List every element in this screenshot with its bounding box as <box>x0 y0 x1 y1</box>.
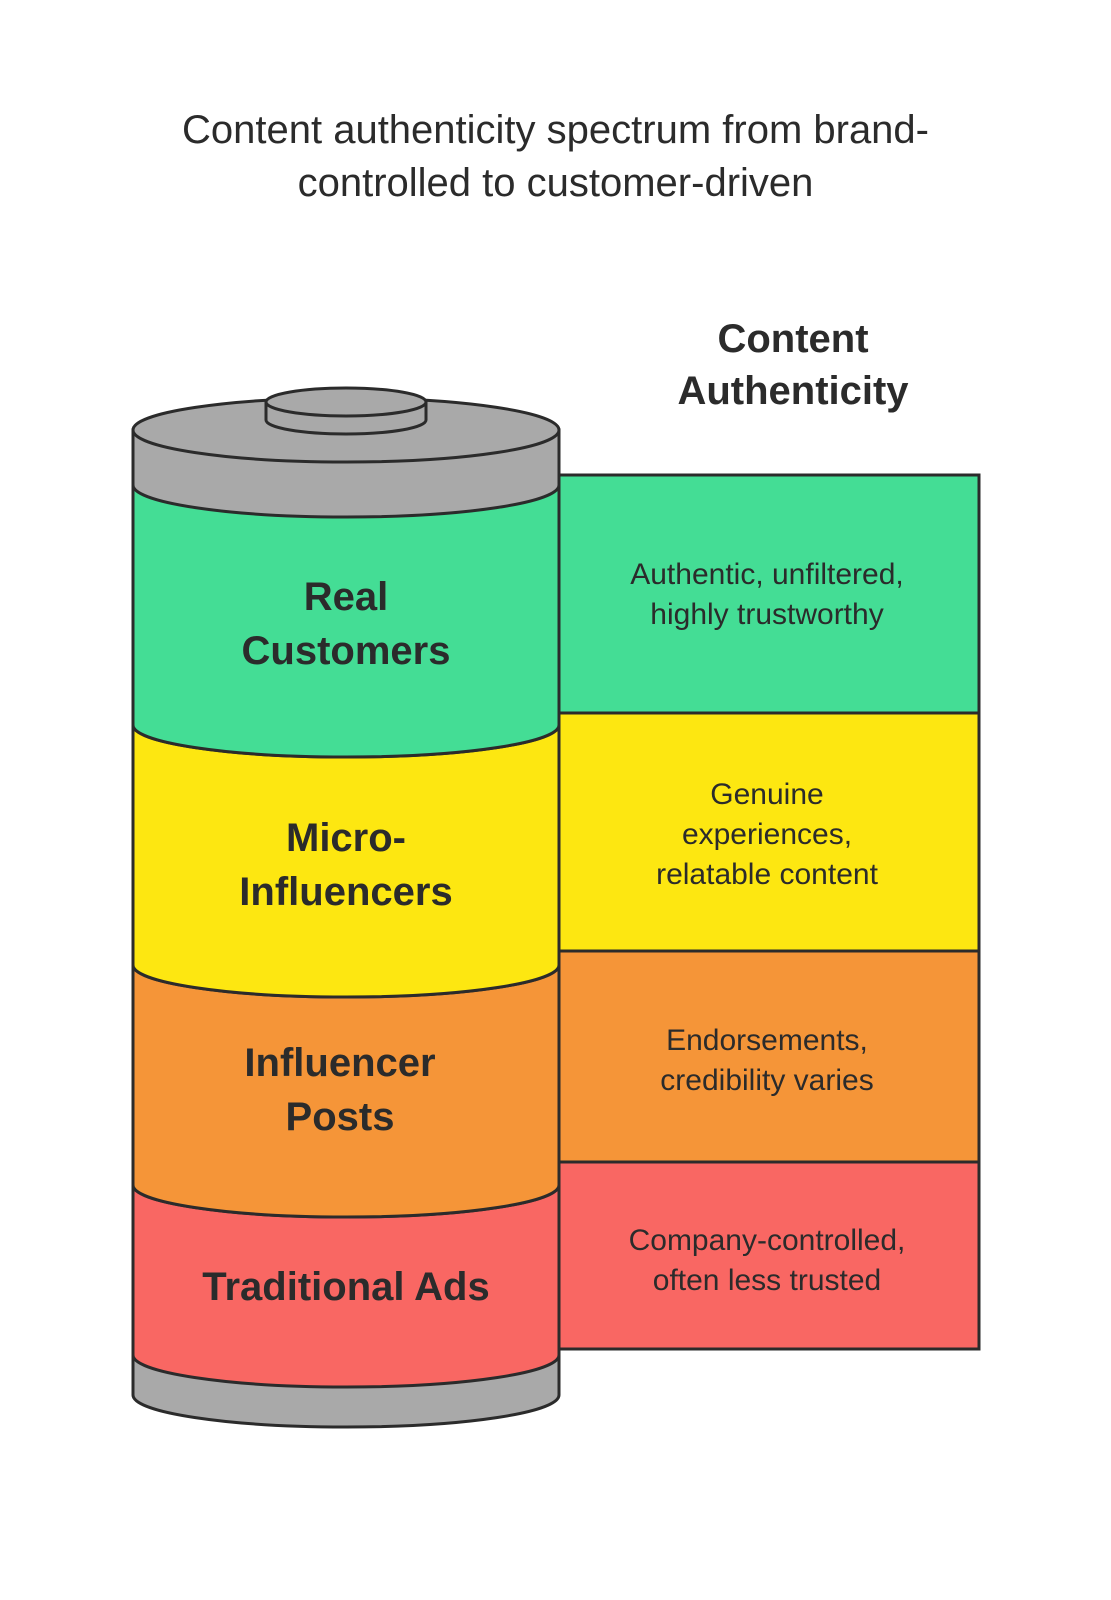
battery-layer-labels: Real Customers Micro- Influencers Influe… <box>202 575 489 1309</box>
description-panel-traditional-ads <box>553 1160 981 1351</box>
battery-layer-micro-influencers <box>131 724 561 999</box>
title-line-1: Content authenticity spectrum from brand… <box>181 108 929 152</box>
description-micro-influencers-line-3: relatable content <box>656 858 878 891</box>
layer-label-influencer-posts-line-1: Influencer <box>244 1041 435 1085</box>
description-micro-influencers-line-2: experiences, <box>682 818 852 851</box>
diagram-title: Content authenticity spectrum from brand… <box>0 104 1111 210</box>
title-line-2: controlled to customer-driven <box>297 161 814 205</box>
description-traditional-ads-line-1: Company-controlled, <box>629 1224 906 1257</box>
description-influencer-posts-line-1: Endorsements, <box>666 1024 868 1057</box>
description-panel-real-customers <box>553 473 981 715</box>
layer-label-real-customers-line-1: Real <box>304 575 389 619</box>
description-real-customers-line-2: highly trustworthy <box>650 598 883 631</box>
layer-label-micro-influencers-line-1: Micro- <box>286 816 406 860</box>
description-real-customers-line-1: Authentic, unfiltered, <box>630 558 904 591</box>
layer-label-influencer-posts-line-2: Posts <box>286 1095 395 1139</box>
layer-label-micro-influencers-line-2: Influencers <box>239 870 452 914</box>
description-influencer-posts-line-2: credibility varies <box>660 1064 873 1097</box>
scale-heading-line-1: Content <box>717 317 868 361</box>
battery-layer-real-customers <box>131 483 561 759</box>
description-traditional-ads-line-2: often less trusted <box>653 1264 881 1297</box>
battery-stack <box>131 386 561 1429</box>
layer-label-traditional-ads: Traditional Ads <box>202 1265 489 1309</box>
description-micro-influencers-line-1: Genuine <box>710 778 823 811</box>
description-column <box>553 473 981 1351</box>
battery-layer-influencer-posts <box>131 964 561 1219</box>
description-panel-influencer-posts <box>553 949 981 1164</box>
description-texts: Authentic, unfiltered, highly trustworth… <box>629 558 906 1297</box>
layer-label-real-customers-line-2: Customers <box>242 629 451 673</box>
battery-terminal-top <box>264 386 428 418</box>
scale-heading-line-2: Authenticity <box>677 369 909 413</box>
